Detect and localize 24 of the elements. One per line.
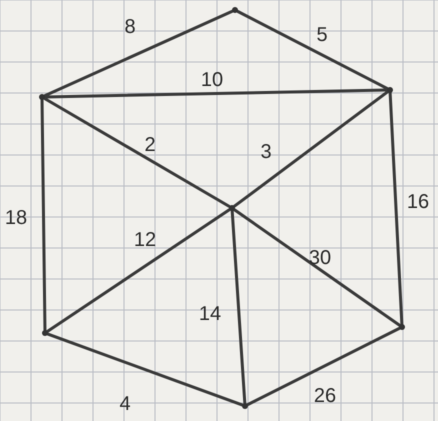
graph-edge <box>43 10 234 98</box>
graph-edge <box>246 326 401 406</box>
edge-weight: 12 <box>134 230 156 250</box>
graph-edge <box>232 90 390 208</box>
edge-weight: 5 <box>316 25 328 45</box>
graph-edge <box>43 97 231 208</box>
edge-weight: 8 <box>124 17 136 37</box>
edge-weight: 14 <box>198 304 222 324</box>
edge-weight: 10 <box>200 70 224 90</box>
edge-weight: 30 <box>308 248 332 268</box>
graph-edge <box>44 88 388 98</box>
graph-edge <box>46 208 231 333</box>
edge-weight: 26 <box>314 386 336 406</box>
graph-edge <box>236 10 389 90</box>
graph-edge <box>46 332 244 406</box>
edge-weight: 2 <box>144 135 156 155</box>
graph-edge <box>388 92 404 326</box>
edge-weight: 18 <box>4 208 28 228</box>
edge-weight: 3 <box>260 142 272 162</box>
edge-weight: 4 <box>119 394 131 414</box>
edge-weight: 16 <box>406 192 430 212</box>
graph-edge <box>232 208 402 327</box>
graph-edge <box>40 98 46 332</box>
graph-edge <box>230 210 246 404</box>
